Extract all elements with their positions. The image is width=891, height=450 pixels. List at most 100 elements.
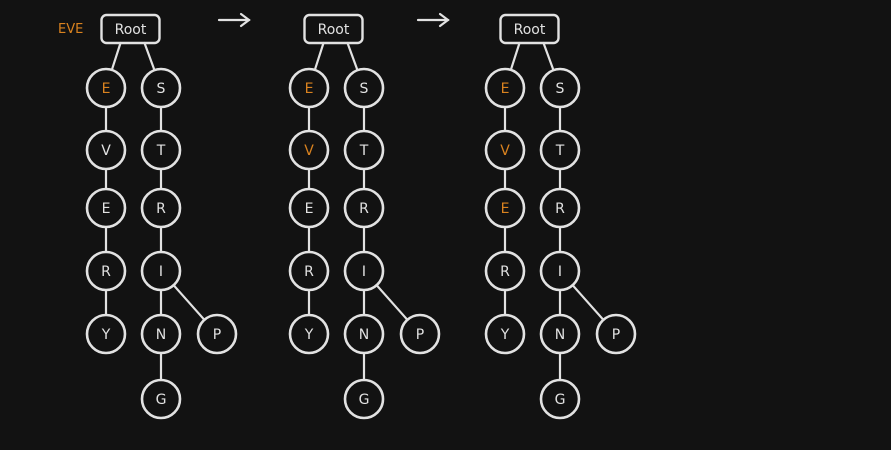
trie-node: N [140,313,182,355]
node-letter: V [304,143,314,159]
trie-node: S [539,67,581,109]
node-letter: E [305,201,314,217]
node-ring [196,313,238,355]
node-letter: T [359,143,369,159]
trie-node: E [288,67,330,109]
trie-node-fork: P [196,313,238,355]
root-label: Root [115,22,147,38]
node-letter: E [102,81,111,97]
trie-node: E [288,187,330,229]
trie-node: T [140,129,182,171]
node-letter: E [501,81,510,97]
trie-node: E [484,67,526,109]
root-box [100,13,161,45]
step-arrows [217,12,450,28]
node-letter: N [359,327,369,343]
node-ring [399,313,441,355]
node-letter: Y [101,327,111,343]
trie-node: R [484,250,526,292]
node-letter: R [156,201,166,217]
node-letter: I [159,264,163,280]
trie-trees: RootEVERYSTRINGPRootEVERYSTRINGPRootEVER… [85,13,637,420]
root-edge [143,41,156,72]
root-node: Root [303,13,364,45]
node-letter: S [157,81,166,97]
node-letter: R [304,264,314,280]
trie-node: R [288,250,330,292]
node-letter: Y [304,327,314,343]
node-letter: S [556,81,565,97]
node-letter: R [359,201,369,217]
node-letter: G [555,392,566,408]
trie-node: E [484,187,526,229]
node-letter: E [102,201,111,217]
trie-node: R [343,187,385,229]
fork-edge [172,284,206,321]
node-letter: P [213,327,221,343]
fork-edge [571,284,605,321]
trie-node: N [343,313,385,355]
node-ring [539,378,581,420]
trie-node: Y [288,313,330,355]
node-letter: T [156,143,166,159]
node-letter: N [555,327,565,343]
node-letter: T [555,143,565,159]
trie-node: R [85,250,127,292]
node-ring [288,313,330,355]
trie-node: N [539,313,581,355]
node-letter: E [305,81,314,97]
trie-node: Y [85,313,127,355]
trie-node: G [343,378,385,420]
root-edge [110,41,122,72]
root-box [499,13,560,45]
node-letter: V [500,143,510,159]
trie-node: R [140,187,182,229]
trie-node: I [343,250,385,292]
root-edge [313,41,325,72]
trie-node: V [484,129,526,171]
root-box [303,13,364,45]
node-letter: V [101,143,111,159]
node-letter: R [101,264,111,280]
trie-node: S [343,67,385,109]
fork-edge [375,284,409,321]
node-ring [484,313,526,355]
trie-node: G [539,378,581,420]
trie-node: T [539,129,581,171]
node-letter: I [362,264,366,280]
node-letter: I [558,264,562,280]
root-edge [542,41,555,72]
root-node: Root [499,13,560,45]
node-ring [85,313,127,355]
node-letter: P [416,327,424,343]
node-letter: G [359,392,370,408]
node-letter: Y [500,327,510,343]
root-edge [346,41,359,72]
node-letter: P [612,327,620,343]
node-letter: R [500,264,510,280]
node-ring [343,378,385,420]
trie-node: I [539,250,581,292]
trie-node: V [85,129,127,171]
trie-node-fork: P [399,313,441,355]
root-edge [509,41,521,72]
arrow-right-icon [416,12,450,28]
trie-node-fork: P [595,313,637,355]
node-ring [140,378,182,420]
root-node: Root [100,13,161,45]
node-letter: N [156,327,166,343]
search-query-label: EVE [58,22,83,37]
node-letter: S [360,81,369,97]
arrow-right-icon [217,12,251,28]
trie-node: G [140,378,182,420]
trie-node: I [140,250,182,292]
trie-node: T [343,129,385,171]
trie-node: Y [484,313,526,355]
node-letter: E [501,201,510,217]
node-letter: G [156,392,167,408]
trie-node: S [140,67,182,109]
